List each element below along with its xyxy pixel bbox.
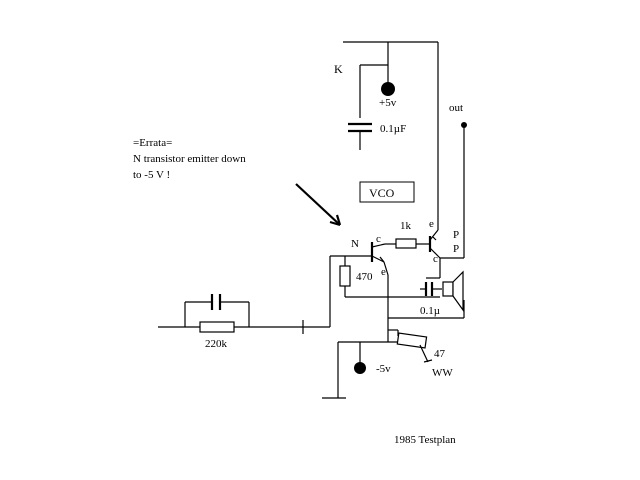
resistor-470: [339, 265, 351, 287]
speaker: [442, 270, 464, 312]
resistor-220k-network: [158, 294, 330, 334]
label-k: K: [334, 62, 343, 76]
vco-box: [359, 181, 415, 203]
label-pot47: 47: [434, 348, 446, 360]
label-e-npn: e: [381, 266, 386, 278]
label-r220k: 220k: [205, 338, 228, 350]
label-n: N: [351, 238, 359, 250]
power-rail-top: [343, 41, 439, 230]
footer-caption: 1985 Testplan: [394, 434, 456, 446]
label-c-pnp: c: [433, 253, 438, 265]
resistor-1k: [395, 238, 417, 249]
label-vco: VCO: [369, 186, 395, 200]
minus5v-terminal: [354, 362, 366, 374]
label-c-small: 0.1µ: [420, 305, 440, 317]
label-plus5v: +5v: [379, 97, 397, 109]
label-p2: P: [453, 243, 459, 255]
label-r1k: 1k: [400, 220, 412, 232]
label-cap-top: 0.1µF: [380, 123, 406, 135]
potentiometer-47: [388, 329, 433, 363]
label-r470: 470: [356, 271, 373, 283]
errata-arrow: [295, 183, 342, 227]
label-c-npn: c: [376, 233, 381, 245]
errata-title: =Errata=: [133, 137, 172, 149]
label-minus5v: -5v: [376, 363, 391, 375]
capacitor-top: [348, 122, 372, 150]
errata-line-1: N transistor emitter down: [133, 153, 246, 165]
resistor-220k: [199, 321, 235, 333]
npn-transistor: [370, 242, 386, 263]
plus5v-terminal: [381, 82, 395, 96]
pnp-transistor: [428, 229, 441, 259]
label-p1: P: [453, 229, 459, 241]
capacitor-small: [420, 277, 442, 296]
label-out: out: [449, 102, 463, 114]
label-e-pnp: e: [429, 218, 434, 230]
label-ww: WW: [432, 367, 453, 379]
errata-line-2: to -5 V !: [133, 169, 170, 181]
